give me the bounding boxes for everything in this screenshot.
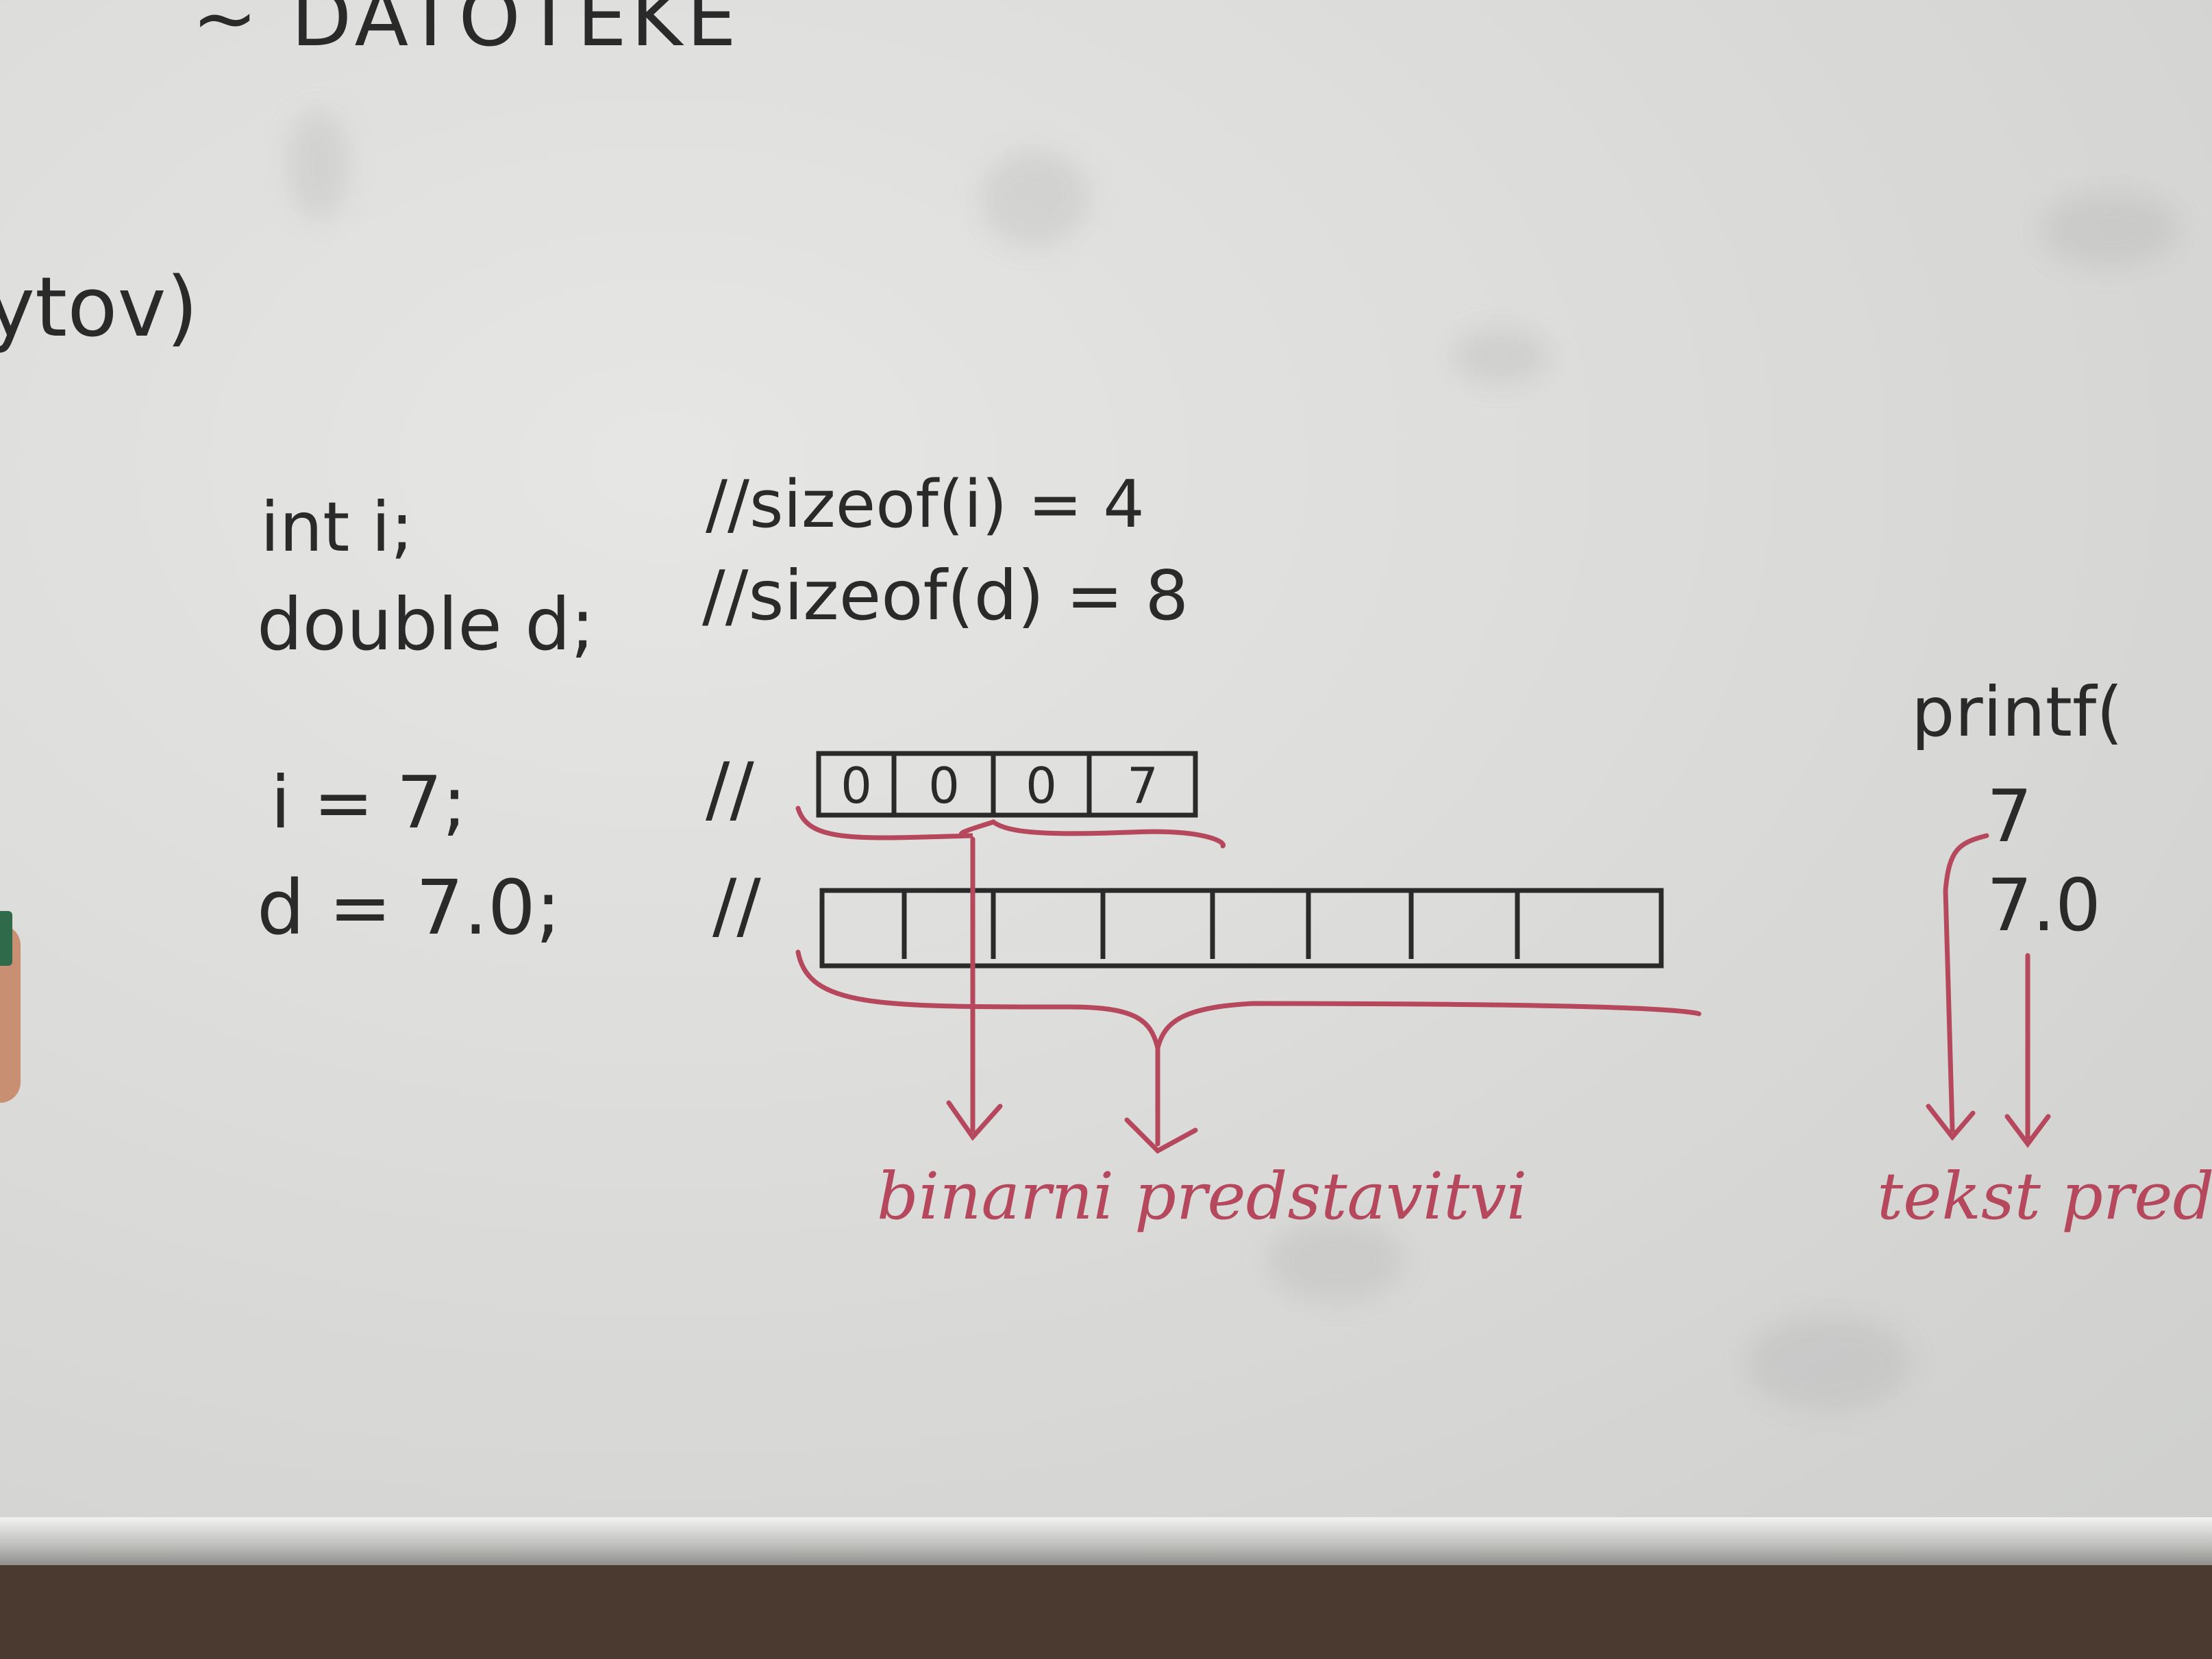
printf-bracket (1943, 833, 1989, 1133)
double-byte-boxes (819, 888, 1664, 969)
int-byte-value: 0 (1026, 757, 1057, 814)
int-assignment: i = 7; (271, 761, 467, 845)
int-byte-value: 0 (841, 757, 872, 814)
text-representation-caption: tekst preds (1877, 1159, 2212, 1234)
double-assignment-comment: // (712, 864, 761, 947)
double-declaration: double d; (257, 583, 595, 666)
whiteboard-tray (0, 1517, 2212, 1565)
printf-value-double: 7.0 (1987, 864, 2101, 947)
partial-left-text: ytov) (0, 260, 199, 356)
double-sizeof-comment: //sizeof(d) = 8 (702, 556, 1189, 636)
int-assignment-comment: // (706, 747, 754, 831)
int-sizeof-comment: //sizeof(i) = 4 (706, 467, 1145, 542)
int-byte-boxes (816, 751, 1198, 818)
double-arrow-head (1124, 1117, 1198, 1154)
red-annotations (795, 806, 2051, 1154)
printf-label: printf( (1911, 672, 2124, 752)
int-arrow-head (946, 1100, 1003, 1141)
printf-value-int: 7 (1987, 775, 2033, 858)
green-marker (0, 911, 12, 966)
board-title: ~ DATOTEKE (192, 0, 741, 64)
double-assignment: d = 7.0; (257, 864, 561, 951)
int-declaration: int i; (260, 487, 414, 567)
double-brace (795, 949, 1702, 1049)
printf-arrow-head (2004, 1114, 2051, 1148)
background-floor (0, 1565, 2212, 1659)
int-brace (795, 806, 1226, 849)
printf-bracket-arrow-head (1926, 1103, 1976, 1141)
int-byte-value: 0 (928, 757, 960, 814)
binary-representation-caption: binarni predstavitvi (877, 1159, 1528, 1234)
whiteboard (0, 0, 2212, 1541)
int-byte-value: 7 (1127, 757, 1158, 814)
